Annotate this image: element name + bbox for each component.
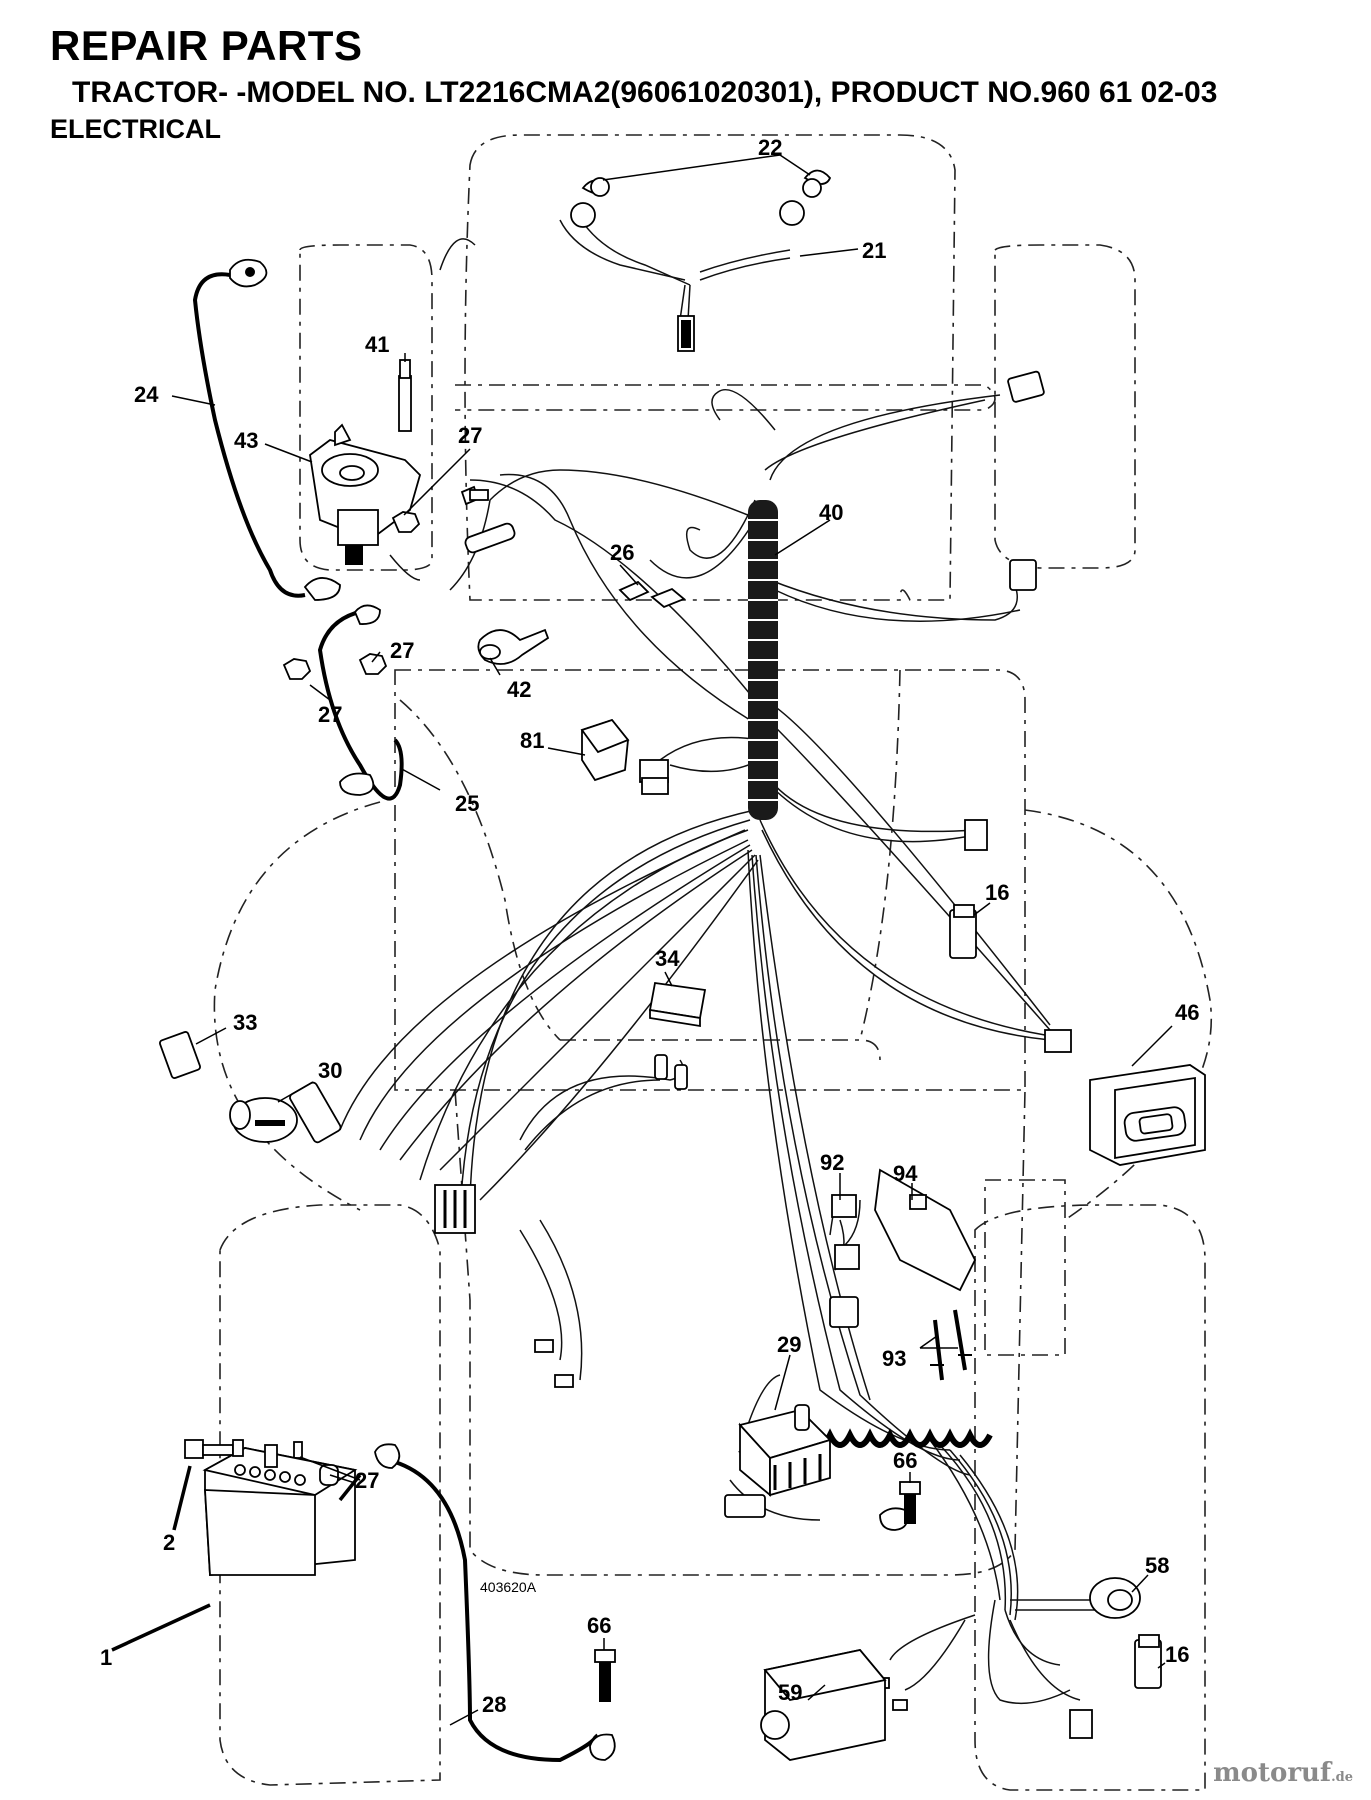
callout-21: 21: [862, 238, 886, 263]
callout-28: 28: [482, 1692, 506, 1717]
callout-labels: 22 21 41 24 43 27 40 26 27 27 42 81 25 1…: [100, 135, 1199, 1717]
callout-25: 25: [455, 791, 479, 816]
callout-2: 2: [163, 1530, 175, 1555]
callout-27-c: 27: [318, 702, 342, 727]
callout-34: 34: [655, 946, 680, 971]
callout-29: 29: [777, 1332, 801, 1357]
leader-lines: [111, 154, 1173, 1726]
callout-93: 93: [882, 1346, 906, 1371]
callout-26: 26: [610, 540, 634, 565]
callout-92: 92: [820, 1150, 844, 1175]
watermark-suffix: .de: [1331, 1770, 1353, 1785]
callout-27-b: 27: [390, 638, 414, 663]
callout-81: 81: [520, 728, 544, 753]
callout-58: 58: [1145, 1553, 1169, 1578]
ignition-module-icon: [760, 1649, 887, 1761]
nut-icons: [282, 511, 421, 1459]
seat-harness-coil: [807, 1428, 993, 1448]
wiring-harness: [339, 217, 1115, 1705]
battery-icon: [184, 1439, 358, 1576]
callout-59: 59: [778, 1680, 802, 1705]
hour-meter-icon: [1089, 1064, 1206, 1166]
page-title: REPAIR PARTS: [50, 22, 363, 69]
clutch-switch-icon: [949, 904, 1162, 1689]
callout-43: 43: [234, 428, 258, 453]
fuse-icon: [618, 580, 686, 609]
harness-conduit: [748, 500, 778, 820]
callout-16-b: 16: [1165, 1642, 1189, 1667]
battery-cable: [394, 1460, 598, 1763]
ring-terminals-icon: [229, 258, 908, 1761]
tractor-outline: [213, 134, 1212, 1791]
starter-cable: [317, 608, 404, 801]
watermark-main: motoruf: [1213, 1758, 1332, 1788]
connector-icons: [289, 370, 1093, 1739]
callout-24: 24: [134, 382, 159, 407]
callout-94: 94: [893, 1161, 918, 1186]
fuse-holder-icon: [460, 485, 516, 554]
callout-42: 42: [507, 677, 531, 702]
boot-icon: [477, 628, 550, 665]
callout-1: 1: [100, 1645, 112, 1670]
callout-27-d: 27: [355, 1468, 379, 1493]
callout-30: 30: [318, 1058, 342, 1083]
ground-bolt-icons: [594, 1481, 921, 1702]
pto-switch-icon: [874, 1168, 977, 1381]
section-title: ELECTRICAL: [50, 114, 221, 144]
watermark: motoruf.de: [1213, 1758, 1353, 1788]
callout-66-a: 66: [893, 1448, 917, 1473]
solenoid-icon: [309, 359, 422, 565]
callout-46: 46: [1175, 1000, 1199, 1025]
callout-16-a: 16: [985, 880, 1009, 905]
diagram-code: 403620A: [480, 1579, 537, 1595]
key-switch-icon: [159, 1031, 298, 1143]
pto-clutch-icon: [1089, 1577, 1141, 1619]
callout-22: 22: [758, 135, 782, 160]
callout-40: 40: [819, 500, 843, 525]
rocker-switch-icon: [648, 981, 707, 1028]
seat-switch-icon: [724, 1404, 832, 1518]
headlight-bulbs-icon: [570, 169, 832, 352]
callout-66-b: 66: [587, 1613, 611, 1638]
callout-27-a: 27: [458, 423, 482, 448]
battery-ground-cable: [192, 272, 306, 598]
callout-33: 33: [233, 1010, 257, 1035]
model-subtitle: TRACTOR- -MODEL NO. LT2216CMA2(960610203…: [72, 76, 1218, 109]
callout-41: 41: [365, 332, 389, 357]
relay-icon: [580, 718, 669, 795]
